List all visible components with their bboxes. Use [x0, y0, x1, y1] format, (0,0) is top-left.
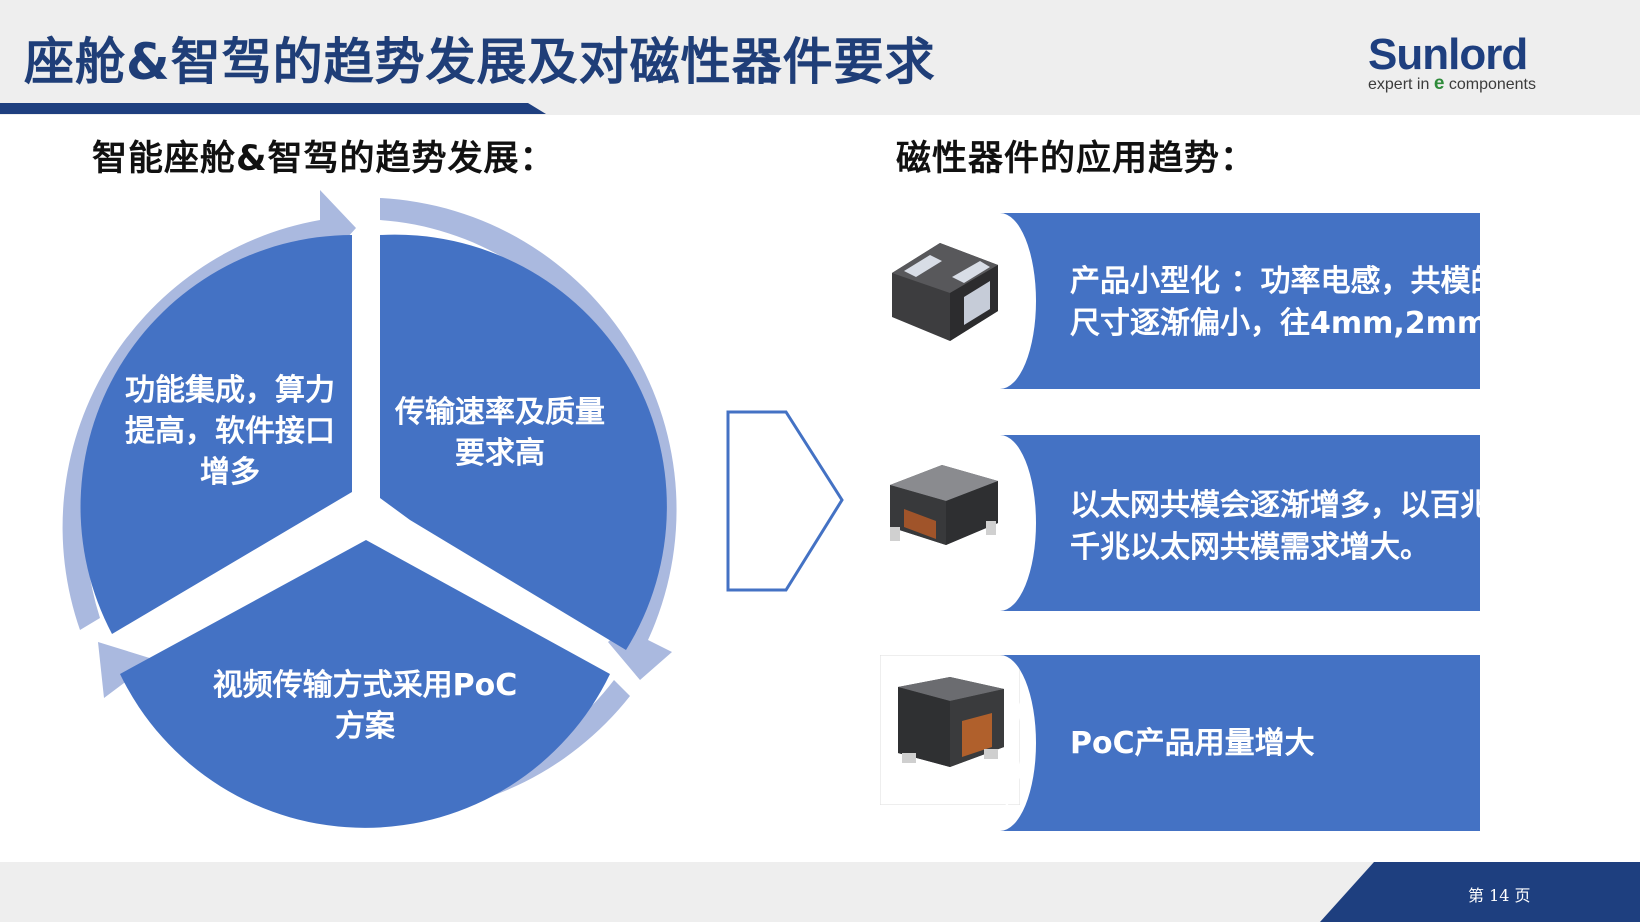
left-section-heading: 智能座舱&智驾的趋势发展： [92, 139, 556, 179]
segment-text-transmission: 传输速率及质量要求高 [395, 395, 605, 471]
logo-name: Sunlord [1368, 30, 1528, 79]
header-band [0, 0, 1640, 115]
trend-text-2: 以太网共模会逐渐增多，以百兆和 千兆以太网共模需求增大。 [1070, 485, 1520, 569]
logo-tagline-after: components [1444, 76, 1536, 93]
trend-text-3: PoC产品用量增大 [1070, 723, 1315, 765]
trend-band-2 [1000, 435, 1480, 611]
segment-text-video-poc: 视频传输方式采用PoC方案 [212, 668, 518, 744]
sunlord-logo: Sunlord expert in e components [1368, 30, 1568, 100]
trend-text-3-line1: PoC产品用量增大 [1070, 726, 1315, 761]
cycle-segments [80, 234, 667, 828]
footer-accent [1320, 862, 1640, 922]
header-underline [0, 103, 546, 114]
chevron-arrow [726, 410, 844, 592]
trend-text-1: 产品小型化 ：功率电感，共模的 尺寸逐渐偏小，往4mm,2mm发展 [1070, 261, 1548, 345]
logo-tagline-before: expert in [1368, 76, 1434, 93]
cycle-diagram [62, 190, 677, 828]
page-number: 第 14 页 [1468, 886, 1531, 905]
segment-text-function: 功能集成，算力提高，软件接口增多 [125, 373, 335, 490]
page-title: 座舱&智驾的趋势发展及对磁性器件要求 [24, 33, 936, 91]
poc-inductor-image [880, 655, 1020, 805]
segment-bottom [120, 540, 610, 828]
right-section-heading: 磁性器件的应用趋势： [896, 139, 1257, 179]
segment-top-left [80, 235, 352, 634]
logo-e-mark: e [1433, 73, 1445, 94]
trend-band-3 [1000, 655, 1480, 831]
power-inductor-image [892, 243, 998, 341]
logo-tagline: expert in e components [1368, 74, 1536, 95]
trend-text-2-line1: 以太网共模会逐渐增多，以百兆和 [1070, 488, 1520, 523]
segment-top-right [380, 234, 667, 650]
trend-text-1-line2: 尺寸逐渐偏小，往4mm,2mm发展 [1070, 306, 1549, 341]
ring-arrow-right [380, 198, 677, 680]
trend-row-poc: PoC产品用量增大 [880, 655, 1600, 835]
ethernet-common-mode-choke-image [890, 465, 998, 545]
trend-row-ethernet: 以太网共模会逐渐增多，以百兆和 千兆以太网共模需求增大。 [880, 435, 1600, 615]
trend-row-miniaturization: 产品小型化 ：功率电感，共模的 尺寸逐渐偏小，往4mm,2mm发展 [880, 213, 1600, 393]
trend-text-1-line1: 产品小型化 ：功率电感，共模的 [1070, 264, 1501, 299]
trend-text-2-line2: 千兆以太网共模需求增大。 [1070, 530, 1430, 565]
trend-band-1 [1000, 213, 1480, 389]
